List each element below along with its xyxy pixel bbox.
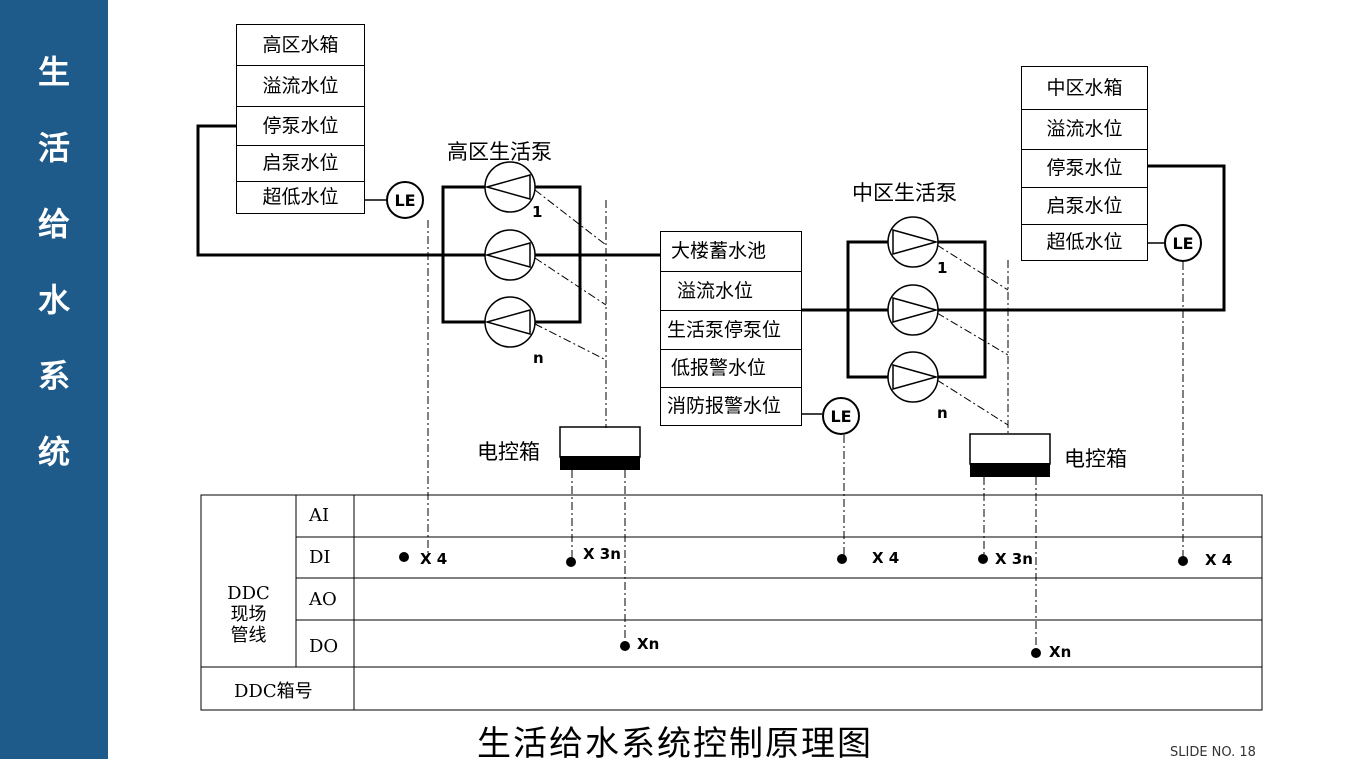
high-tank-start-level: 启泵水位	[236, 145, 365, 182]
di-point-count: X 4	[420, 550, 448, 568]
row-di-label: DI	[309, 547, 331, 568]
control-panel-left-label: 电控箱	[477, 440, 540, 464]
slide-number: SLIDE NO. 18	[1170, 745, 1256, 760]
mid-tank-start-level: 启泵水位	[1021, 187, 1148, 225]
pool-pump-stop-level: 生活泵停泵位	[660, 310, 802, 350]
ddc-group-label: DDC 现场 管线	[201, 583, 296, 646]
mid-pump-index-n: n	[937, 404, 948, 422]
pool-fire-alarm: 消防报警水位	[660, 387, 802, 426]
sidebar: 生 活 给 水 系 统	[0, 0, 108, 759]
mid-tank-overflow: 溢流水位	[1021, 109, 1148, 150]
ddc-group-label-line: 管线	[230, 625, 267, 646]
main-pipes	[196, 124, 1226, 379]
sidebar-title-char: 生	[37, 53, 70, 91]
do-point-count: Xn	[637, 635, 660, 653]
high-pump-index-1: 1	[532, 203, 543, 221]
high-tank-overflow: 溢流水位	[236, 65, 365, 107]
row-ao-label: AO	[309, 589, 337, 610]
sidebar-title-char: 统	[37, 433, 70, 471]
pool-low-alarm: 低报警水位	[660, 349, 802, 388]
level-sensor-pool: LE	[822, 397, 860, 435]
row-do-label: DO	[309, 636, 339, 657]
pool-overflow: 溢流水位	[660, 271, 802, 311]
control-panel-left-shape	[559, 426, 641, 470]
high-pump-n	[484, 296, 536, 348]
di-point-count: X 4	[1205, 551, 1233, 569]
di-point-count: X 3n	[583, 545, 621, 563]
sidebar-title-char: 给	[37, 205, 70, 243]
high-pump-label: 高区生活泵	[447, 140, 552, 164]
sidebar-title-char: 水	[37, 281, 70, 319]
high-pump-2	[484, 229, 536, 281]
mid-pump-2	[887, 284, 939, 336]
control-panel-right-label: 电控箱	[1064, 447, 1127, 471]
mid-pump-1	[887, 216, 939, 268]
sidebar-title-char: 活	[37, 129, 70, 167]
pool-header: 大楼蓄水池	[660, 231, 802, 272]
mid-tank-header: 中区水箱	[1021, 66, 1148, 110]
mid-pump-n	[887, 351, 939, 403]
high-pump-index-n: n	[533, 349, 544, 367]
ddc-box-number-label: DDC箱号	[234, 681, 313, 702]
mid-pump-label: 中区生活泵	[852, 181, 957, 205]
level-sensor-high: LE	[386, 181, 424, 219]
ddc-table-grid	[200, 494, 1263, 711]
mid-tank-low-level: 超低水位	[1021, 224, 1148, 261]
mid-tank-stop-level: 停泵水位	[1021, 149, 1148, 188]
ddc-group-label-line: DDC	[227, 583, 270, 604]
high-tank-header: 高区水箱	[236, 24, 365, 66]
high-tank-low-level: 超低水位	[236, 181, 365, 214]
di-point-count: X 4	[872, 549, 900, 567]
signal-dots	[399, 552, 1188, 658]
high-tank-stop-level: 停泵水位	[236, 106, 365, 146]
ddc-group-label-line: 现场	[230, 604, 267, 625]
diagram-title: 生活给水系统控制原理图	[477, 724, 873, 764]
mid-pump-index-1: 1	[937, 259, 948, 277]
do-point-count: Xn	[1049, 643, 1072, 661]
level-sensor-mid: LE	[1164, 224, 1202, 262]
row-ai-label: AI	[309, 505, 330, 526]
high-pump-1	[484, 161, 536, 213]
le-links	[365, 199, 1164, 415]
sidebar-title-char: 系	[37, 357, 70, 395]
control-panel-right-shape	[969, 433, 1051, 477]
di-point-count: X 3n	[995, 550, 1033, 568]
